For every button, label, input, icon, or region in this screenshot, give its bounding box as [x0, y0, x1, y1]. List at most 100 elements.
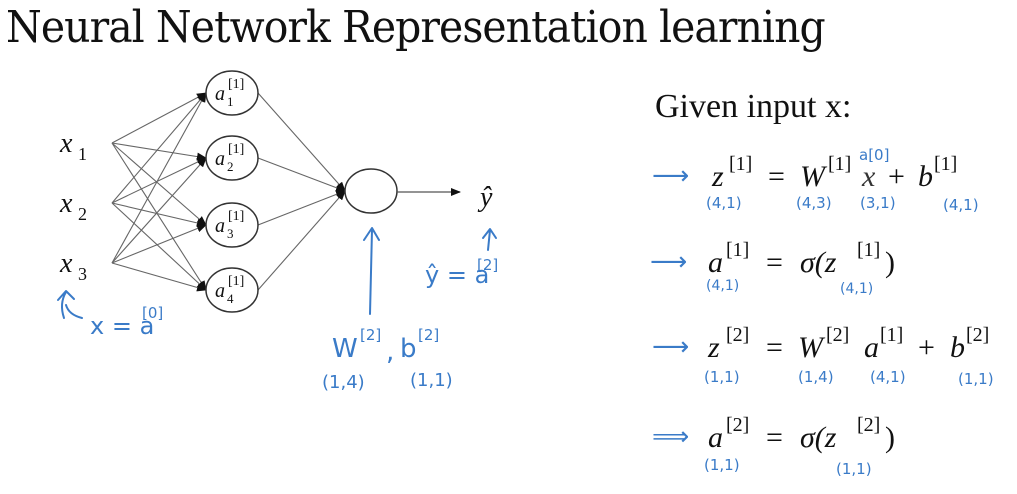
- input-x3: x 3: [59, 248, 87, 284]
- svg-text:+: +: [888, 160, 905, 193]
- svg-text:(3,1): (3,1): [860, 194, 896, 212]
- svg-text:b: b: [400, 334, 417, 364]
- svg-text:(1,1): (1,1): [410, 370, 453, 391]
- svg-text:): ): [885, 421, 895, 454]
- svg-text:(1,1): (1,1): [704, 368, 740, 386]
- svg-text:(1,4): (1,4): [322, 372, 365, 393]
- svg-text:a: a: [215, 83, 225, 105]
- svg-text:⟶: ⟶: [652, 332, 689, 362]
- edge-x3-a2: [111, 157, 207, 264]
- svg-text:⟹: ⟹: [652, 422, 689, 452]
- edge-a1-out: [257, 92, 346, 192]
- svg-text:(1,4): (1,4): [798, 368, 834, 386]
- svg-text:W: W: [798, 331, 826, 364]
- edge-x1-a3: [111, 142, 207, 226]
- params-annotation: W [2] , b [2] (1,4) (1,1): [322, 227, 453, 393]
- svg-text:[2]: [2]: [418, 326, 439, 344]
- svg-text:[1]: [1]: [228, 142, 244, 157]
- edge-x1-a2: [111, 142, 207, 161]
- input-annotation: x = a [0]: [57, 290, 163, 340]
- svg-text:,: ,: [386, 337, 394, 367]
- edge-a3-out: [257, 190, 346, 226]
- edges-group: [111, 92, 346, 292]
- hidden-node-2: a [1] 2: [205, 135, 259, 181]
- svg-text:σ(z: σ(z: [800, 421, 837, 454]
- svg-text:(4,3): (4,3): [796, 194, 832, 212]
- svg-text:(4,1): (4,1): [840, 281, 873, 297]
- svg-text:x = a: x = a: [90, 312, 154, 340]
- slide-title: Neural Network Representation learning: [6, 2, 826, 53]
- svg-text:W: W: [800, 160, 828, 193]
- svg-text:(4,1): (4,1): [870, 368, 906, 386]
- svg-text:[2]: [2]: [726, 414, 749, 436]
- svg-text:2: 2: [227, 159, 234, 174]
- equation-1: ⟶ z [1] = W [1] x a[0] + b [1] (4,1) (4,…: [652, 146, 979, 214]
- svg-text:=: =: [768, 160, 785, 193]
- svg-text:[1]: [1]: [934, 153, 957, 175]
- output-node: [344, 168, 398, 214]
- svg-text:3: 3: [227, 226, 234, 241]
- svg-text:[2]: [2]: [826, 324, 849, 346]
- svg-text:[2]: [2]: [726, 324, 749, 346]
- edge-x2-a4: [111, 202, 207, 291]
- svg-text:=: =: [766, 246, 783, 279]
- edge-x2-a2: [111, 157, 207, 204]
- hidden-node-4: a [1] 4: [205, 267, 259, 313]
- svg-text:=: =: [766, 421, 783, 454]
- svg-text:+: +: [918, 331, 935, 364]
- input-x1: x 1: [59, 128, 87, 164]
- svg-text:2: 2: [78, 204, 87, 224]
- svg-text:a: a: [215, 280, 225, 302]
- svg-text:(4,1): (4,1): [706, 278, 739, 294]
- svg-text:σ(z: σ(z: [800, 246, 837, 279]
- hidden-node-1: a [1] 1: [205, 70, 259, 116]
- svg-text:x: x: [59, 128, 73, 159]
- svg-text:[2]: [2]: [966, 324, 989, 346]
- svg-text:[1]: [1]: [228, 77, 244, 92]
- svg-text:⟶: ⟶: [650, 247, 687, 277]
- svg-text:[0]: [0]: [142, 304, 163, 322]
- edge-x1-a4: [111, 142, 207, 291]
- svg-text:a: a: [708, 421, 723, 454]
- svg-text:[2]: [2]: [360, 326, 381, 344]
- svg-text:(1,1): (1,1): [958, 370, 994, 388]
- equation-3: ⟶ z [2] = W [2] a [1] + b [2] (1,1) (1,4…: [652, 324, 994, 388]
- edge-x3-a1: [111, 92, 207, 264]
- svg-text:b: b: [918, 160, 933, 193]
- svg-text:[2]: [2]: [477, 256, 498, 274]
- output-label: ŷ: [477, 182, 493, 213]
- svg-text:[1]: [1]: [857, 239, 880, 261]
- svg-text:ŷ = a: ŷ = a: [425, 261, 489, 289]
- svg-text:a: a: [215, 215, 225, 237]
- svg-text:3: 3: [78, 264, 87, 284]
- edge-a2-out: [257, 157, 346, 192]
- input-x2: x 2: [59, 188, 87, 224]
- svg-text:z: z: [711, 160, 724, 193]
- edge-x3-a4: [111, 262, 207, 292]
- svg-text:=: =: [766, 331, 783, 364]
- svg-text:[1]: [1]: [729, 153, 752, 175]
- svg-text:a: a: [708, 246, 723, 279]
- output-annotation: ŷ = a [2]: [425, 228, 498, 289]
- svg-text:[2]: [2]: [857, 414, 880, 436]
- equations-header: Given input x:: [655, 88, 852, 125]
- edge-x3-a3: [111, 224, 207, 264]
- hidden-node-3: a [1] 3: [205, 202, 259, 248]
- svg-text:W: W: [332, 334, 358, 364]
- svg-text:1: 1: [78, 144, 87, 164]
- svg-text:a: a: [215, 148, 225, 170]
- svg-text:⟶: ⟶: [652, 161, 689, 191]
- svg-text:[1]: [1]: [228, 209, 244, 224]
- svg-text:a: a: [864, 331, 879, 364]
- equation-2: ⟶ a [1] = σ(z [1] ) (4,1) (4,1): [650, 239, 895, 297]
- svg-text:[1]: [1]: [828, 153, 851, 175]
- edge-x1-a1: [111, 92, 207, 144]
- svg-text:a[0]: a[0]: [859, 146, 889, 164]
- svg-text:): ): [885, 246, 895, 279]
- svg-text:(1,1): (1,1): [836, 460, 872, 478]
- svg-text:4: 4: [227, 291, 234, 306]
- svg-text:[1]: [1]: [228, 274, 244, 289]
- svg-text:b: b: [950, 331, 965, 364]
- svg-text:x: x: [861, 160, 876, 193]
